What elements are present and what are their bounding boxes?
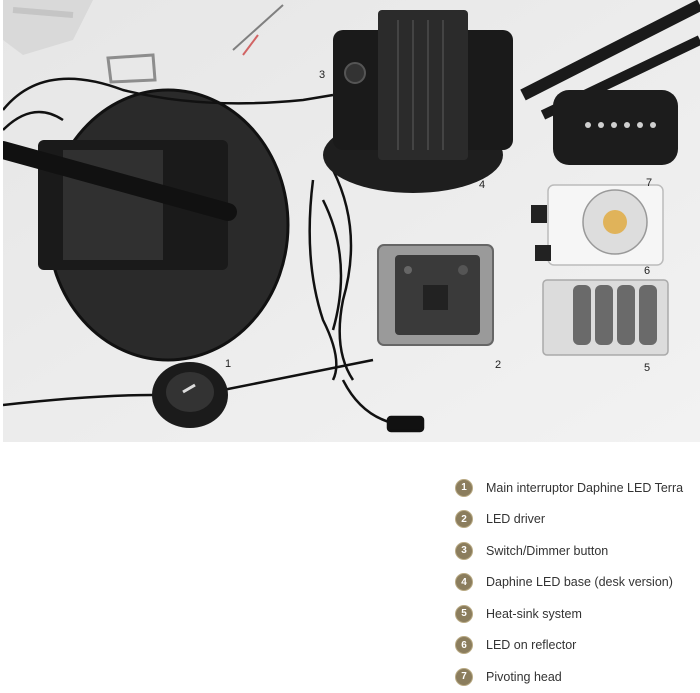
legend-item: 5 Heat-sink system [455, 598, 695, 630]
main-switch [3, 358, 374, 428]
number-badge: 2 [455, 510, 473, 529]
callout-5: 5 [644, 362, 650, 374]
legend-label: Switch/Dimmer button [486, 543, 609, 558]
callout-3: 3 [319, 69, 325, 81]
callout-2: 2 [495, 359, 501, 371]
legend-label: LED on reflector [486, 638, 577, 653]
callout-7: 7 [646, 177, 652, 189]
legend-label: LED driver [486, 512, 546, 527]
legend-item: 6 LED on reflector [455, 630, 695, 662]
heat-sink [542, 279, 669, 356]
number-badge: 7 [455, 667, 473, 686]
led-reflector [531, 184, 664, 266]
callout-4: 4 [479, 179, 485, 191]
legend-label: Daphine LED base (desk version) [486, 575, 673, 590]
desk-base [323, 10, 513, 193]
legend-label: Heat-sink system [486, 606, 582, 621]
legend-label: Main interruptor Daphine LED Terra [486, 480, 684, 495]
led-driver [377, 244, 494, 346]
number-badge: 1 [455, 478, 473, 497]
number-badge: 6 [455, 636, 473, 655]
legend-item: 7 Pivoting head [455, 661, 695, 693]
callout-6: 6 [644, 265, 650, 277]
number-badge: 3 [455, 541, 473, 560]
exploded-lamp-illustration: 1 2 3 4 5 6 7 [3, 0, 700, 442]
pivoting-head [520, 0, 700, 165]
number-badge: 4 [455, 573, 473, 592]
callout-1: 1 [225, 358, 231, 370]
product-photo: 1 2 3 4 5 6 7 [3, 0, 700, 442]
coiled-cable [308, 169, 425, 433]
legend-item: 4 Daphine LED base (desk version) [455, 567, 695, 599]
legend-item: 1 Main interruptor Daphine LED Terra [455, 472, 695, 504]
legend-label: Pivoting head [486, 669, 562, 684]
number-badge: 5 [455, 604, 473, 623]
parts-legend: 1 Main interruptor Daphine LED Terra 2 L… [455, 472, 695, 693]
misc-parts [3, 0, 284, 84]
lamp-base-large [3, 77, 334, 362]
legend-item: 3 Switch/Dimmer button [455, 535, 695, 567]
legend-item: 2 LED driver [455, 504, 695, 536]
